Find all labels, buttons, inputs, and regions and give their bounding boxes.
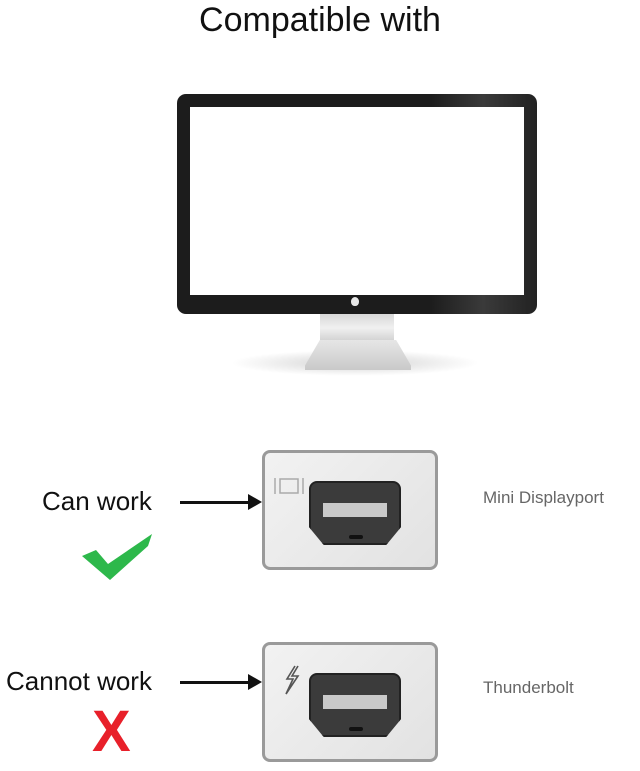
monitor-illustration bbox=[177, 94, 537, 314]
red-x-icon: X bbox=[92, 699, 131, 764]
port-notch bbox=[349, 727, 363, 731]
arrow-line bbox=[180, 501, 252, 504]
thunderbolt-label: Thunderbolt bbox=[483, 678, 574, 697]
cannot-work-label: Cannot work bbox=[6, 666, 152, 696]
monitor-stand-base bbox=[305, 340, 411, 370]
mini-displayport-socket bbox=[309, 481, 401, 545]
monitor-screen bbox=[190, 107, 524, 295]
thunderbolt-socket bbox=[309, 673, 401, 737]
arrow-right-icon bbox=[248, 494, 262, 510]
arrow-right-icon bbox=[248, 674, 262, 690]
displayport-symbol-icon bbox=[274, 478, 304, 494]
can-work-label: Can work bbox=[42, 486, 152, 516]
thunderbolt-panel bbox=[262, 642, 438, 762]
page-title: Compatible with bbox=[199, 1, 441, 39]
mini-displayport-label: Mini Displayport bbox=[483, 488, 604, 507]
port-pin bbox=[323, 503, 387, 517]
port-pin bbox=[323, 695, 387, 709]
monitor-stand-neck bbox=[320, 314, 394, 342]
green-checkmark-icon bbox=[82, 534, 152, 580]
arrow-line bbox=[180, 681, 252, 684]
mini-displayport-panel bbox=[262, 450, 438, 570]
port-notch bbox=[349, 535, 363, 539]
apple-logo-icon bbox=[351, 297, 359, 306]
thunderbolt-symbol-icon bbox=[285, 665, 300, 695]
